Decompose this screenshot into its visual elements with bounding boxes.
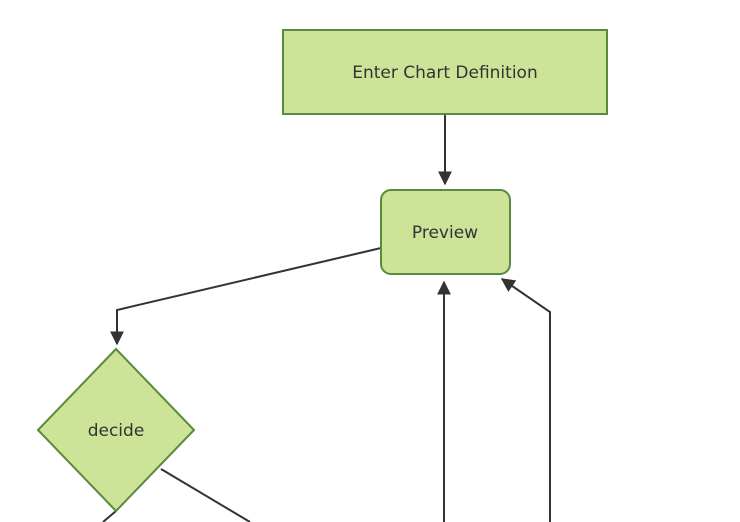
edge-decide-right-offscreen bbox=[160, 468, 251, 522]
node-preview-label: Preview bbox=[412, 223, 478, 243]
node-decide[interactable]: decide bbox=[36, 347, 196, 513]
node-enter-chart-definition-label: Enter Chart Definition bbox=[352, 63, 537, 83]
node-enter-chart-definition[interactable]: Enter Chart Definition bbox=[282, 29, 608, 115]
node-decide-label: decide bbox=[88, 421, 145, 441]
edge-decide-bottom-offscreen bbox=[102, 510, 117, 522]
node-preview-shape[interactable] bbox=[380, 189, 511, 275]
edge-layer bbox=[102, 114, 551, 522]
node-preview[interactable]: Preview bbox=[380, 189, 511, 275]
edge-bottom-right-to-preview bbox=[500, 278, 551, 522]
edge-preview-to-decide bbox=[110, 247, 382, 346]
node-enter-chart-definition-shape[interactable] bbox=[282, 29, 608, 115]
node-decide-shape[interactable] bbox=[36, 347, 196, 513]
